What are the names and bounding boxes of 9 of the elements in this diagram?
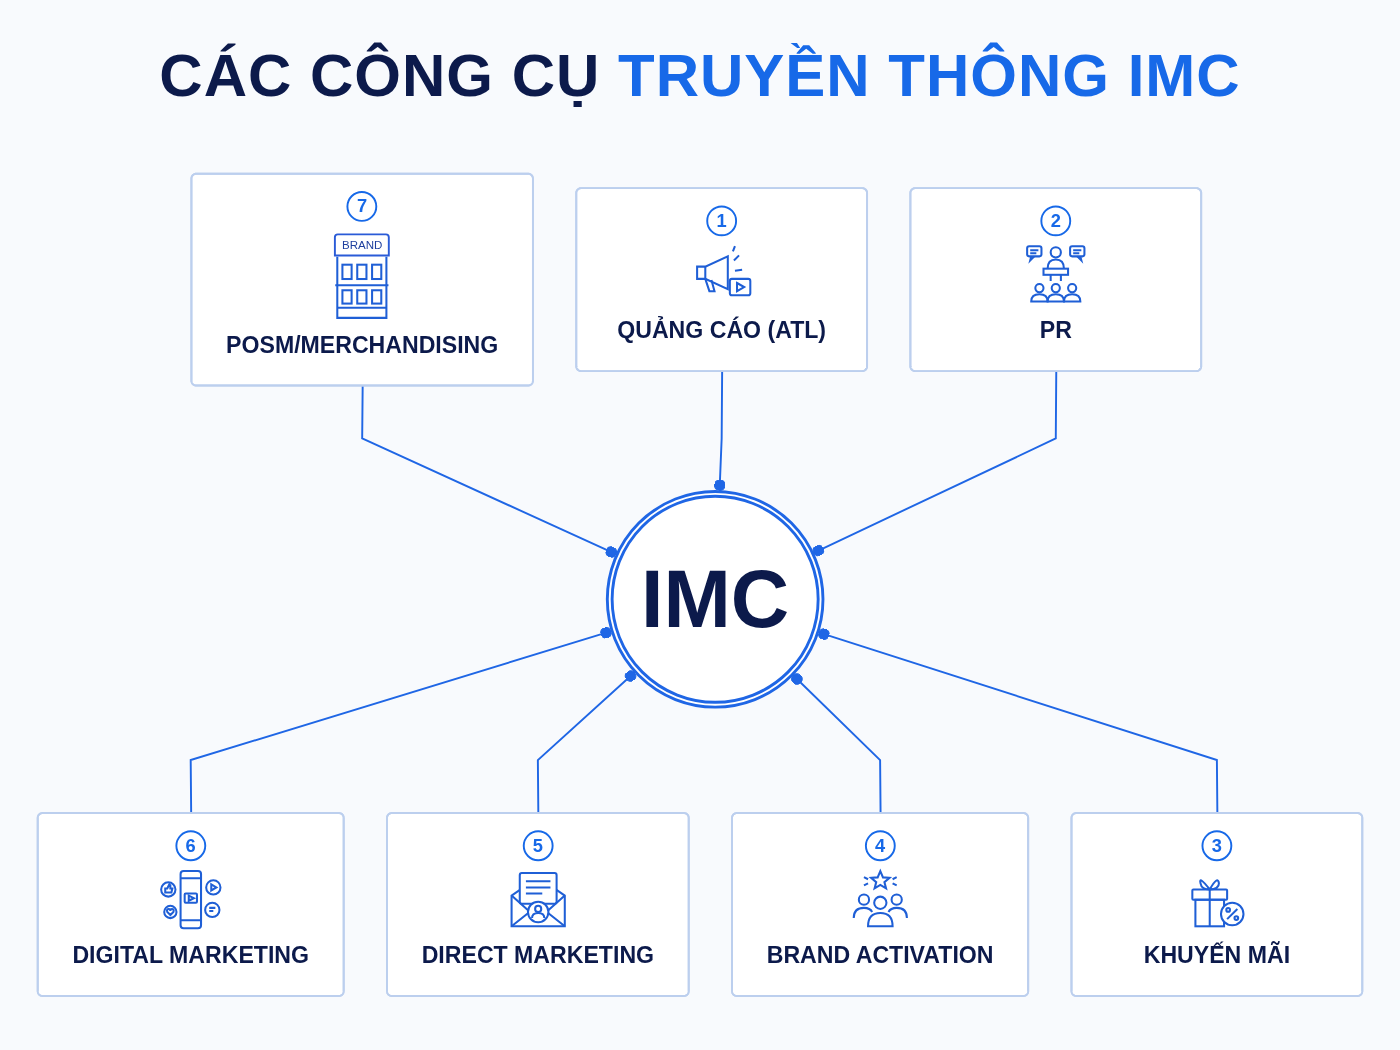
connector bbox=[811, 370, 1058, 557]
connector bbox=[361, 385, 618, 558]
connector bbox=[791, 673, 882, 815]
title: CÁC CÔNG CỤ TRUYỀN THÔNG IMC bbox=[158, 41, 1242, 111]
node-circle: IMC bbox=[605, 490, 825, 709]
connector bbox=[536, 670, 637, 815]
connector bbox=[189, 627, 613, 815]
connector bbox=[816, 628, 1219, 815]
connector bbox=[713, 370, 726, 493]
